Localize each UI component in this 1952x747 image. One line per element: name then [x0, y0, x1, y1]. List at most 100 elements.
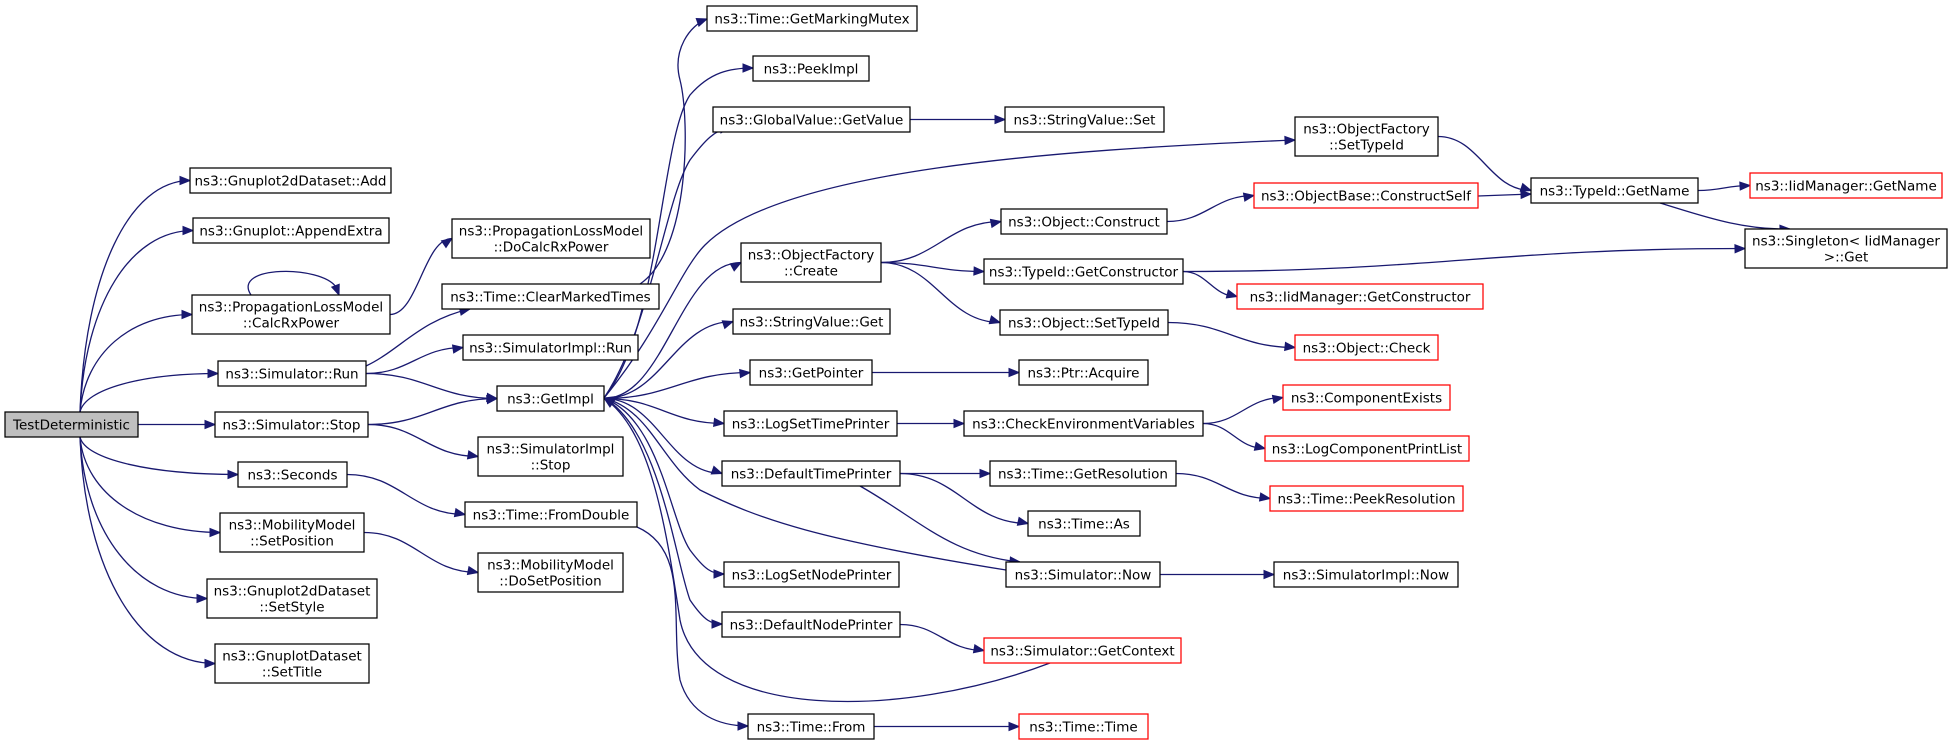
node-plm-calcrxpower-box: [191, 294, 391, 335]
node-time-fromdouble-box: [464, 501, 638, 528]
node-simulator-getcontext[interactable]: ns3::Simulator::GetContext: [983, 637, 1182, 664]
node-gnuplotdataset-settitle-label-1: ns3::GnuplotDataset: [222, 649, 362, 665]
node-simulatorimpl-now[interactable]: ns3::SimulatorImpl::Now: [1273, 561, 1459, 588]
edge-getimpl-to-peekimpl-arrowhead: [742, 63, 755, 73]
node-simulator-now[interactable]: ns3::Simulator::Now: [1005, 561, 1161, 588]
node-time-peekresolution[interactable]: ns3::Time::PeekResolution: [1269, 485, 1464, 512]
edge-object-settypeid-to-object-check: [1167, 321, 1296, 349]
node-getpointer[interactable]: ns3::GetPointer: [749, 359, 873, 386]
node-ptr-acquire[interactable]: ns3::Ptr::Acquire: [1018, 359, 1149, 386]
edge-testdeterministic-to-gnuplotdataset-settitle-arrowhead: [204, 658, 217, 669]
node-gnuplotdataset-settitle[interactable]: ns3::GnuplotDataset::SetTitle: [214, 643, 370, 684]
edge-testdeterministic-to-gnuplot2ddataset-add-arrowhead: [179, 175, 192, 186]
node-logcomponentprintlist-label-1: ns3::LogComponentPrintList: [1272, 442, 1462, 458]
edge-testdeterministic-to-plm-calcrxpower: [79, 313, 193, 413]
nodes-layer: TestDeterministicns3::Gnuplot2dDataset::…: [4, 5, 1948, 740]
node-defaulttimeprinter[interactable]: ns3::DefaultTimePrinter: [721, 460, 901, 487]
node-time-as-box: [1027, 510, 1141, 537]
node-gnuplot-appendextra[interactable]: ns3::Gnuplot::AppendExtra: [192, 217, 390, 244]
edge-simulator-stop-to-simulatorimpl-stop-arrowhead: [466, 450, 480, 460]
node-objectfactory-create-label-2: ::Create: [784, 264, 838, 280]
node-testdeterministic[interactable]: TestDeterministic: [4, 411, 139, 438]
node-logsettimeprinter-box: [723, 410, 898, 437]
node-logcomponentprintlist-box: [1264, 435, 1470, 462]
node-iidmanager-getname-label-1: ns3::IidManager::GetName: [1755, 179, 1937, 195]
node-time-from[interactable]: ns3::Time::From: [747, 713, 875, 740]
edge-defaulttimeprinter-to-time-as-arrowhead: [1016, 516, 1030, 526]
edge-simulator-stop-to-getimpl-arrowhead: [486, 394, 499, 405]
node-time-as[interactable]: ns3::Time::As: [1027, 510, 1141, 537]
node-objectfactory-settypeid[interactable]: ns3::ObjectFactory::SetTypeId: [1294, 116, 1439, 157]
node-iidmanager-getname[interactable]: ns3::IidManager::GetName: [1749, 172, 1943, 199]
node-gnuplot2ddataset-setstyle[interactable]: ns3::Gnuplot2dDataset::SetStyle: [206, 578, 378, 619]
node-globalvalue-getvalue-box: [712, 106, 911, 133]
node-time-getresolution[interactable]: ns3::Time::GetResolution: [989, 460, 1177, 487]
node-simulatorimpl-now-label-1: ns3::SimulatorImpl::Now: [1283, 568, 1449, 584]
node-objectfactory-settypeid-box: [1294, 116, 1439, 157]
node-stringvalue-set[interactable]: ns3::StringValue::Set: [1004, 106, 1165, 133]
edge-testdeterministic-to-mobilitymodel-setposition: [79, 436, 221, 534]
node-time-time[interactable]: ns3::Time::Time: [1018, 713, 1149, 740]
edge-objectfactory-create-to-typeid-getconstructor: [880, 261, 985, 273]
node-mobilitymodel-setposition-label-2: ::SetPosition: [250, 534, 334, 550]
node-simulatorimpl-stop[interactable]: ns3::SimulatorImpl::Stop: [477, 436, 624, 477]
edge-simulator-now-to-simulatorimpl-now-arrowhead: [1263, 569, 1276, 580]
node-logcomponentprintlist[interactable]: ns3::LogComponentPrintList: [1264, 435, 1470, 462]
node-objectbase-constructself[interactable]: ns3::ObjectBase::ConstructSelf: [1253, 182, 1479, 209]
node-time-fromdouble[interactable]: ns3::Time::FromDouble: [464, 501, 638, 528]
node-getimpl[interactable]: ns3::GetImpl: [496, 385, 605, 412]
node-mobilitymodel-dosetposition[interactable]: ns3::MobilityModel::DoSetPosition: [477, 552, 624, 593]
node-globalvalue-getvalue-label-1: ns3::GlobalValue::GetValue: [720, 113, 904, 129]
node-simulatorimpl-run-label-1: ns3::SimulatorImpl::Run: [469, 341, 632, 357]
node-time-fromdouble-label-1: ns3::Time::FromDouble: [473, 508, 630, 524]
node-checkenvironmentvariables[interactable]: ns3::CheckEnvironmentVariables: [963, 410, 1204, 437]
edge-typeid-getname-to-iidmanager-getname-arrowhead: [1739, 181, 1752, 191]
node-simulatorimpl-now-box: [1273, 561, 1459, 588]
edge-getimpl-to-objectfactory-create-arrowhead: [729, 261, 743, 272]
node-simulator-stop[interactable]: ns3::Simulator::Stop: [214, 411, 369, 438]
node-object-settypeid[interactable]: ns3::Object::SetTypeId: [999, 309, 1169, 336]
node-objectfactory-create-label-1: ns3::ObjectFactory: [748, 248, 875, 264]
node-plm-docalcrxpower[interactable]: ns3::PropagationLossModel::DoCalcRxPower: [451, 218, 651, 259]
node-getimpl-label-1: ns3::GetImpl: [507, 392, 594, 408]
node-logsetnodeprinter[interactable]: ns3::LogSetNodePrinter: [723, 561, 900, 588]
node-iidmanager-getname-box: [1749, 172, 1943, 199]
edge-time-clearmarkedtimes-to-time-getmarkingmutex-arrowhead: [695, 18, 709, 27]
edge-simulator-run-to-simulatorimpl-run: [365, 346, 464, 375]
node-globalvalue-getvalue[interactable]: ns3::GlobalValue::GetValue: [712, 106, 911, 133]
edge-objectfactory-create-to-object-construct: [880, 220, 1002, 264]
node-componentexists[interactable]: ns3::ComponentExists: [1282, 384, 1451, 411]
node-object-check[interactable]: ns3::Object::Check: [1294, 334, 1439, 361]
edge-testdeterministic-to-gnuplot2ddataset-add: [79, 179, 191, 413]
node-gnuplot2ddataset-add[interactable]: ns3::Gnuplot2dDataset::Add: [189, 167, 392, 194]
node-objectfactory-create[interactable]: ns3::ObjectFactory::Create: [740, 242, 882, 283]
node-typeid-getname[interactable]: ns3::TypeId::GetName: [1530, 177, 1699, 204]
node-typeid-getconstructor[interactable]: ns3::TypeId::GetConstructor: [983, 258, 1184, 285]
node-object-construct[interactable]: ns3::Object::Construct: [1000, 208, 1168, 235]
node-simulator-run[interactable]: ns3::Simulator::Run: [217, 360, 367, 387]
edge-objectfactory-create-to-object-settypeid-arrowhead: [988, 315, 1002, 325]
node-simulatorimpl-run[interactable]: ns3::SimulatorImpl::Run: [462, 334, 639, 361]
node-ptr-acquire-label-1: ns3::Ptr::Acquire: [1028, 366, 1140, 382]
edge-simulator-run-to-getimpl: [365, 372, 498, 400]
node-defaultnodeprinter[interactable]: ns3::DefaultNodePrinter: [721, 611, 901, 638]
edge-object-construct-to-objectbase-constructself: [1166, 194, 1255, 223]
node-singleton-get[interactable]: ns3::Singleton< IidManager>::Get: [1744, 228, 1948, 269]
edge-time-getresolution-to-time-peekresolution: [1175, 472, 1271, 500]
node-logsettimeprinter-label-1: ns3::LogSetTimePrinter: [732, 417, 890, 433]
node-logsettimeprinter[interactable]: ns3::LogSetTimePrinter: [723, 410, 898, 437]
node-time-clearmarkedtimes[interactable]: ns3::Time::ClearMarkedTimes: [441, 283, 660, 310]
node-mobilitymodel-setposition[interactable]: ns3::MobilityModel::SetPosition: [219, 512, 365, 553]
node-simulatorimpl-stop-label-1: ns3::SimulatorImpl: [487, 442, 615, 458]
node-plm-calcrxpower-label-1: ns3::PropagationLossModel: [199, 300, 383, 316]
node-simulator-now-label-1: ns3::Simulator::Now: [1015, 568, 1152, 584]
node-seconds[interactable]: ns3::Seconds: [237, 461, 348, 488]
node-plm-calcrxpower[interactable]: ns3::PropagationLossModel::CalcRxPower: [191, 294, 391, 335]
node-peekimpl[interactable]: ns3::PeekImpl: [752, 55, 870, 82]
node-stringvalue-get[interactable]: ns3::StringValue::Get: [732, 308, 891, 335]
edge-defaultnodeprinter-to-simulator-getcontext-arrowhead: [972, 644, 986, 654]
node-objectfactory-create-box: [740, 242, 882, 283]
node-time-getmarkingmutex[interactable]: ns3::Time::GetMarkingMutex: [706, 5, 918, 32]
node-iidmanager-getconstructor[interactable]: ns3::IidManager::GetConstructor: [1236, 283, 1484, 310]
